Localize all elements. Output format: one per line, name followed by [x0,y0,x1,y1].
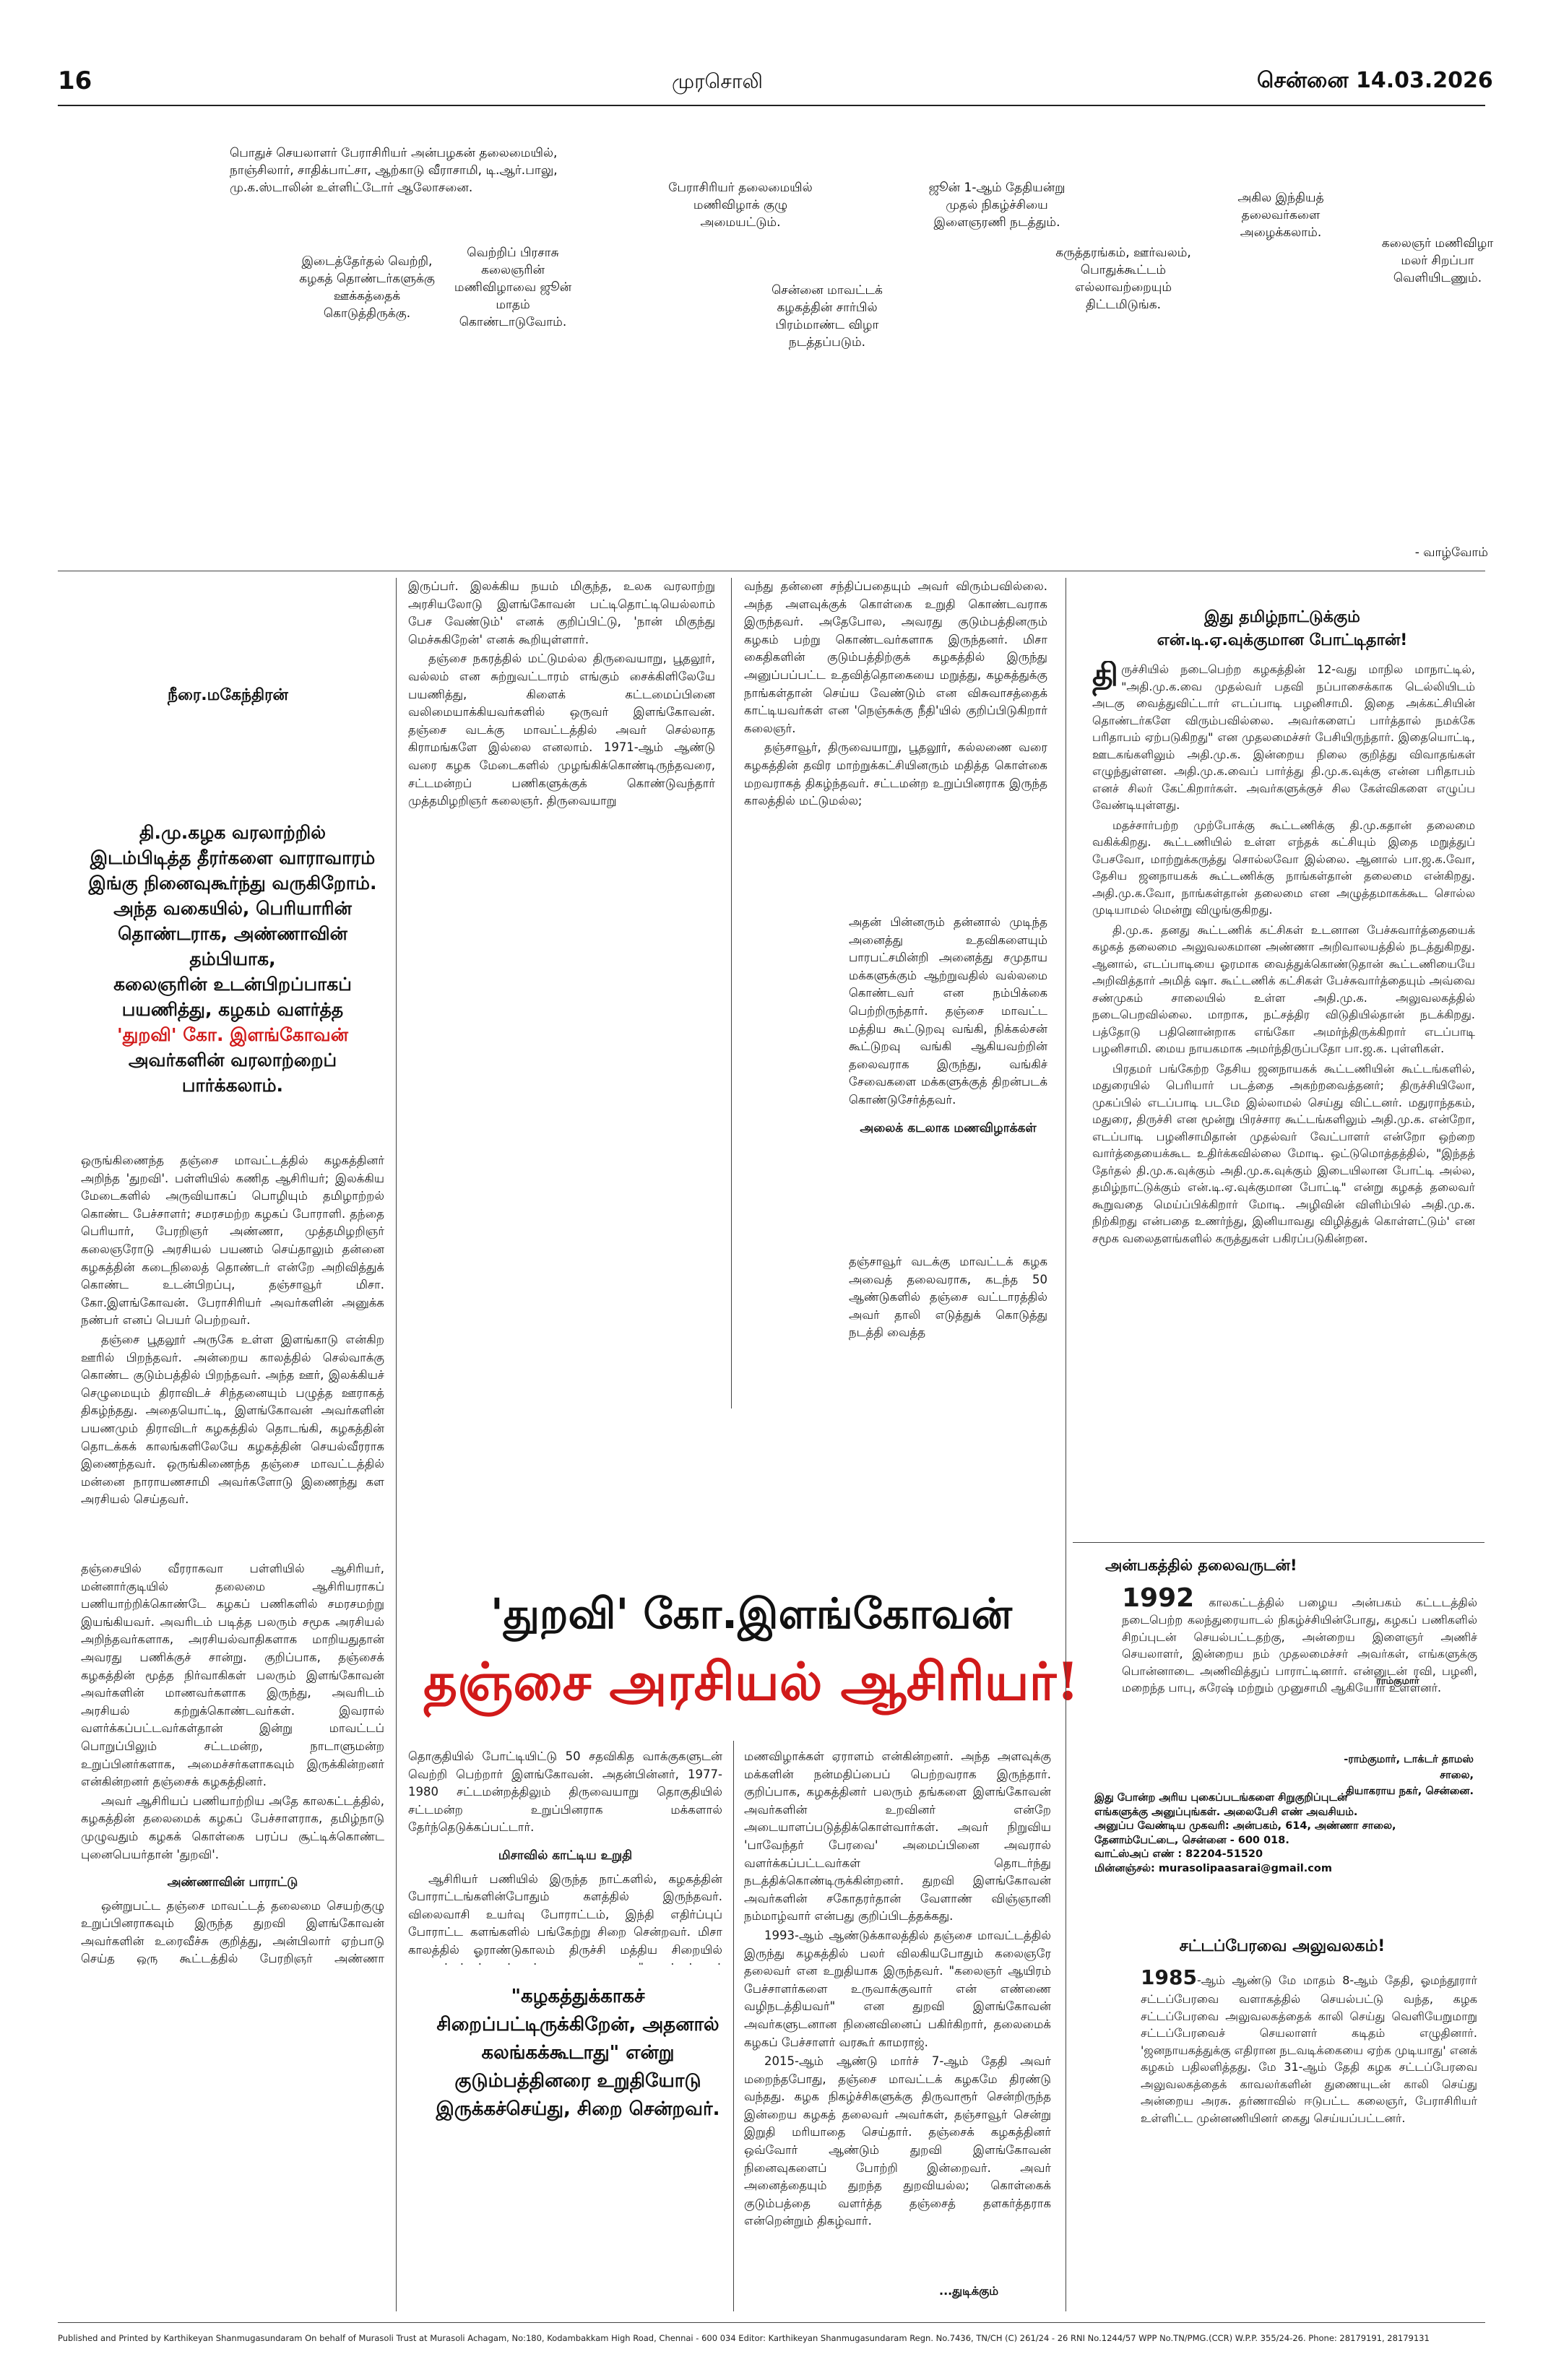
paragraph: 1993-ஆம் ஆண்டுக்காலத்தில் தஞ்சை மாவட்டத்… [744,1928,1051,2049]
subheading-anna: அண்ணாவின் பாராட்டு [167,1875,298,1890]
paragraph: மதச்சார்பற்ற முற்போக்கு கூட்டணிக்கு தி.ம… [1092,818,1475,917]
paragraph: வந்து தன்னை சந்திப்பதையும் அவர் விரும்பவ… [744,579,1047,735]
box-rule-1 [1073,1542,1484,1543]
paragraph: தஞ்சையில் வீரராகவா பள்ளியில் ஆசிரியர், ம… [81,1562,384,1789]
headline-main: தஞ்சை அரசியல் ஆசிரியர்! [423,1650,1079,1712]
signature-line-2: தியாகராய நகர், சென்னை. [1345,1786,1474,1797]
paragraph: ஆசிரியர் பணியில் இருந்த நாட்களில், கழகத்… [408,1871,722,1965]
column-divider-3 [733,1741,734,2311]
box3-year: 1985 [1141,1965,1197,1989]
caption-8: கருத்தரங்கம், ஊர்வலம், பொதுக்கூட்டம் எல்… [1055,246,1191,312]
paragraph: தஞ்சை பூதலூர் அருகே உள்ள இளங்காடு என்கிற… [81,1332,384,1507]
info-line: அனுப்ப வேண்டிய முகவரி: அன்பகம், 614, அண்… [1094,1820,1396,1832]
paragraph: -ஆம் ஆண்டு மே மாதம் 8-ஆம் தேதி, ஓமந்தூரா… [1141,1973,1477,2125]
caption-3: ஜூன் 1-ஆம் தேதியன்று முதல் நிகழ்ச்சியை இ… [928,181,1066,230]
dropcap: தி [1092,661,1119,693]
caption-signature: - வாழ்வோம் [1414,545,1488,560]
article-col2-bot: தொகுதியில் போட்டியிட்டு 50 சதவிகித வாக்க… [408,1748,722,1965]
article-col3-narrow: அதன் பின்னரும் தன்னால் முடிந்த அனைத்து உ… [849,914,1047,1203]
page-number: 16 [58,66,92,95]
paragraph: ருச்சியில் நடைபெற்ற கழகத்தின் 12-வது மாந… [1092,662,1475,812]
article-col2-top: இருப்பர். இலக்கிய நயம் மிகுந்த, உலக வரலா… [408,578,715,816]
subheading-misa: மிசாவில் காட்டிய உறுதி [498,1848,633,1863]
box2-signature: -ராம்குமார், டாக்டர் தாமஸ் சாலை, தியாகரா… [1308,1752,1474,1799]
box2-photo-label: ராம்குமார் [1376,1676,1419,1687]
intro-line-7: பயணித்து, கழகம் வளர்த்த [121,999,344,1020]
box1-title-1: இது தமிழ்நாட்டுக்கும் [1204,608,1360,626]
article-col1-top: ஒருங்கிணைந்த தஞ்சை மாவட்டத்தில் கழகத்தின… [81,1152,384,1549]
paragraph: காலகட்டத்தில் பழைய அன்பகம் கட்டடத்தில் ந… [1122,1596,1477,1695]
continue-marker: ...துடிக்கும் [939,2284,999,2298]
caption-6: வெற்றிப் பிரசாசு கலைஞரின் மணிவிழாவை ஜூன்… [454,246,572,329]
paragraph: பிரதமர் பங்கேற்ற தேசிய ஜனநாயகக் கூட்டணிய… [1092,1061,1475,1245]
intro-tail: அவர்களின் வரலாற்றைப் பார்க்கலாம். [128,1050,337,1096]
info-line: மின்னஞ்சல்: murasolipaasarai@gmail.com [1094,1862,1332,1874]
box3-body: 1985-ஆம் ஆண்டு மே மாதம் 8-ஆம் தேதி, ஓமந்… [1123,1965,1477,2261]
column-divider-2 [731,578,732,1408]
pull-quote: "கழகத்துக்காகச் சிறைப்பட்டிருக்கிறேன், அ… [436,1986,720,2120]
box2-body: 1992 காலகட்டத்தில் பழைய அன்பகம் கட்டடத்த… [1109,1585,1477,1802]
caption-5: இடைத்தேர்தல் வெற்றி, கழகத் தொண்டர்களுக்க… [299,254,435,321]
intro-line-6: கலைஞரின் உடன்பிறப்பாகப் [113,974,352,995]
caption-1: பொதுச் செயலாளர் பேராசிரியர் அன்பழகன் தலை… [230,146,558,195]
header-rule [58,105,1485,106]
paragraph: இருப்பர். இலக்கிய நயம் மிகுந்த, உலக வரலா… [408,579,715,646]
caption-2: பேராசிரியர் தலைமையில் மணிவிழாக் குழு அமை… [668,181,813,230]
paragraph: ஒருங்கிணைந்த தஞ்சை மாவட்டத்தில் கழகத்தின… [81,1154,384,1328]
intro-line-3: இங்கு நினைவுகூர்ந்து வருகிறோம். [88,873,377,893]
paragraph: தஞ்சை நகரத்தில் மட்டுமல்ல திருவையாறு, பூ… [408,652,715,808]
box1-title-2: என்.டி.ஏ.வுக்குமான போட்டிதான்! [1157,631,1408,649]
article-col3-bot: மணவிழாக்கள் ஏராளம் என்கின்றனர். அந்த அளவ… [744,1748,1051,2279]
imprint-footer: Published and Printed by Karthikeyan Sha… [58,2333,1430,2343]
paragraph: தொகுதியில் போட்டியிட்டு 50 சதவிகித வாக்க… [408,1749,722,1835]
intro-line-4: அந்த வகையில், பெரியாரின் [113,898,352,919]
info-line: வாட்ஸ்அப் எண் : 82204-51520 [1094,1848,1263,1860]
intro-name: 'துறவி' கோ. இளங்கோவன் [117,1024,348,1045]
box2-info: இது போன்ற அரிய புகைப்படங்களை சிறுகுறிப்ப… [1094,1791,1484,1876]
info-line: எங்களுக்கு அனுப்புங்கள். அலைபேசி எண் அவச… [1094,1806,1358,1818]
masthead: முரசொலி [672,69,763,93]
paragraph: ஒன்றுபட்ட தஞ்சை மாவட்டத் தலைமை செயற்குழு… [81,1898,384,1965]
article-col1-mid: தஞ்சையில் வீரராகவா பள்ளியில் ஆசிரியர், ம… [81,1560,384,1965]
intro-line-1: தி.மு.கழக வரலாற்றில் [139,822,326,843]
caption-7: சென்னை மாவட்டக் கழகத்தின் சார்பில் பிரம்… [772,283,883,350]
byline: நீரை.மகேந்திரன் [168,686,288,704]
caption-9: கலைஞர் மணிவிழா மலர் சிறப்பா வெளியிடணும். [1381,236,1494,285]
intro-line-2: இடம்பிடித்த தீரர்களை வாராவாரம் [90,847,376,868]
box1-body: திருச்சியில் நடைபெற்ற கழகத்தின் 12-வது ம… [1092,661,1475,1510]
intro-line-5: தொண்டராக, அண்ணாவின் தம்பியாக, [118,923,347,969]
paragraph: தஞ்சாவூர், திருவையாறு, பூதலூர், கல்லணை வ… [744,740,1047,808]
paragraph: மணவிழாக்கள் ஏராளம் என்கின்றனர். அந்த அளவ… [744,1749,1051,1924]
dateline: சென்னை 14.03.2026 [1257,68,1493,93]
headline-top: 'துறவி' கோ.இளங்கோவன் [490,1589,1012,1638]
caption-4: அகில இந்தியத் தலைவர்களை அழைக்கலாம். [1237,191,1324,240]
info-line: இது போன்ற அரிய புகைப்படங்களை சிறுகுறிப்ப… [1094,1792,1348,1804]
signature-line-1: -ராம்குமார், டாக்டர் தாமஸ் சாலை, [1344,1754,1474,1781]
paragraph: அதன் பின்னரும் தன்னால் முடிந்த அனைத்து உ… [849,915,1047,1107]
paragraph: தி.மு.க. தனது கூட்டணிக் கட்சிகள் உடனான ப… [1092,922,1475,1056]
article-intro: தி.மு.கழக வரலாற்றில் இடம்பிடித்த தீரர்கள… [81,820,384,1098]
box3-title: சட்டப்பேரவை அலுவலகம்! [1179,1937,1386,1955]
subheading-alai: அலைக் கடலாக மணவிழாக்கள் [860,1120,1037,1135]
paragraph: 2015-ஆம் ஆண்டு மார்ச் 7-ஆம் தேதி அவர் மற… [744,2054,1051,2228]
paragraph: அவர் ஆசிரியப் பணியாற்றிய அதே காலகட்டத்தி… [81,1793,384,1861]
paragraph: தஞ்சாவூர் வடக்கு மாவட்டக் கழக அவைத் தலைவ… [849,1255,1047,1340]
article-col3-narrow2: தஞ்சாவூர் வடக்கு மாவட்டக் கழக அவைத் தலைவ… [849,1253,1047,1398]
column-divider-1 [396,578,397,2311]
article-col3-top: வந்து தன்னை சந்திப்பதையும் அவர் விரும்பவ… [744,578,1047,910]
box2-title: அன்பகத்தில் தலைவருடன்! [1105,1557,1297,1574]
info-line: தேனாம்பேட்டை, சென்னை - 600 018. [1094,1834,1289,1846]
box2-year: 1992 [1122,1585,1195,1613]
footer-rule [58,2322,1485,2323]
